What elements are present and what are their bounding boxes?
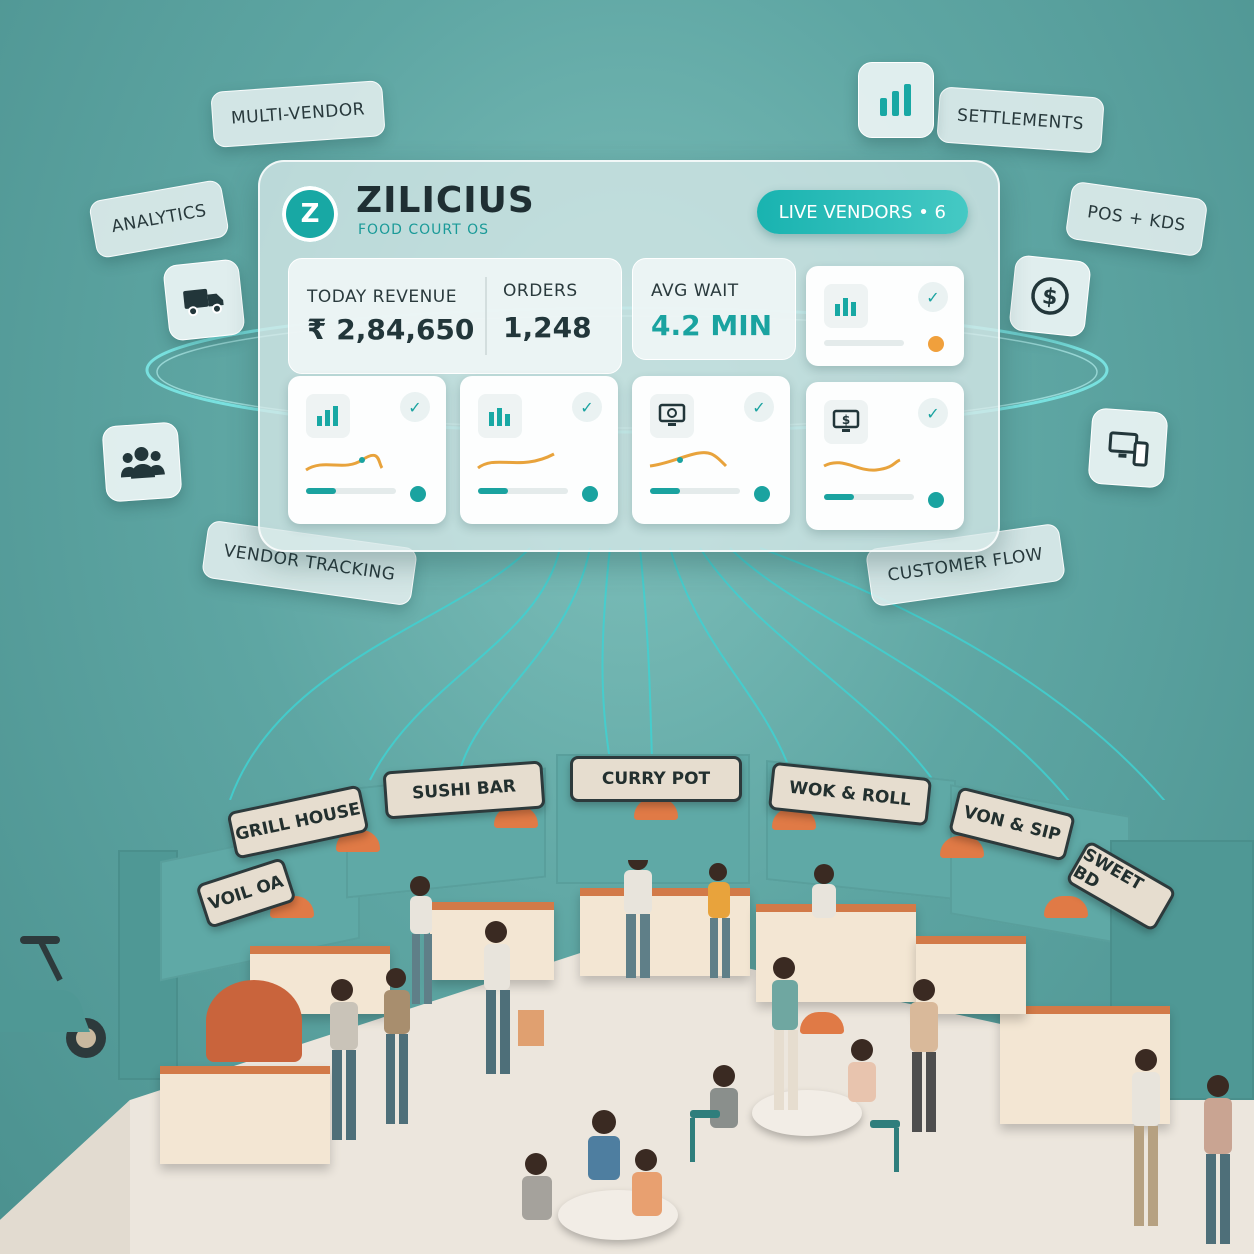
counter-pizza: [160, 1066, 330, 1164]
trend-line: [305, 453, 384, 472]
vendor-card-1[interactable]: ✓: [288, 376, 446, 524]
devices-icon: [1087, 407, 1169, 489]
revenue-value: ₹ 2,84,650: [307, 313, 475, 346]
stall-sign-curry: CURRY POT: [570, 756, 742, 802]
counter-side: [916, 936, 1026, 1014]
check-icon: ✓: [400, 392, 430, 422]
check-icon: ✓: [918, 282, 948, 312]
lamp: [800, 1012, 844, 1034]
check-icon: ✓: [918, 398, 948, 428]
dining-table: [752, 1090, 862, 1136]
trend-line: [477, 452, 555, 470]
wait-label: AVG WAIT: [651, 281, 739, 301]
delivery-truck-icon: [162, 258, 246, 342]
revenue-label: TODAY REVENUE: [307, 287, 457, 307]
trend-line: [649, 451, 728, 468]
check-icon: ✓: [744, 392, 774, 422]
vendor-card-2[interactable]: ✓: [460, 376, 618, 524]
brand-title: ZILICIUS: [356, 180, 535, 221]
dollar-coin-icon: $: [1008, 254, 1092, 338]
live-vendors-badge[interactable]: LIVE VENDORS • 6: [756, 190, 968, 234]
tag-multi-vendor: MULTI-VENDOR: [210, 80, 386, 148]
food-court-scene: [0, 940, 1254, 1254]
wait-value: 4.2 MIN: [651, 309, 773, 342]
brand-logo: Z: [282, 186, 338, 242]
scooter-icon: [0, 936, 106, 1058]
users-icon: [101, 421, 183, 503]
lamp: [1044, 896, 1088, 918]
lamp: [494, 806, 538, 828]
vendor-card-3[interactable]: ✓: [632, 376, 790, 524]
tag-settlements: SETTLEMENTS: [936, 86, 1105, 154]
orders-label: ORDERS: [503, 281, 578, 301]
bar-chart-icon: [824, 284, 868, 328]
bar-chart-icon: [306, 394, 350, 438]
vendor-card-4[interactable]: $ ✓: [806, 382, 964, 530]
people-group: [330, 860, 1232, 1244]
trend-line: [823, 458, 901, 472]
monitor-dollar-icon: $: [824, 400, 868, 444]
check-icon: ✓: [572, 392, 602, 422]
lamp: [940, 836, 984, 858]
bar-chart-icon: [478, 394, 522, 438]
revenue-orders-stat: TODAY REVENUE ₹ 2,84,650 ORDERS 1,248: [288, 258, 622, 374]
orders-value: 1,248: [503, 311, 592, 344]
lamp: [634, 798, 678, 820]
avg-wait-stat: AVG WAIT 4.2 MIN: [632, 258, 796, 360]
pizza-oven: [206, 980, 302, 1062]
vendor-card-top[interactable]: ✓: [806, 266, 964, 366]
svg-text:$: $: [1041, 284, 1059, 310]
monitor-coin-icon: [650, 394, 694, 438]
brand-subtitle: FOOD COURT OS: [358, 222, 489, 238]
svg-text:$: $: [842, 413, 850, 427]
dashboard-panel: Z ZILICIUS FOOD COURT OS LIVE VENDORS • …: [258, 160, 1000, 552]
bar-chart-icon: [858, 62, 934, 138]
